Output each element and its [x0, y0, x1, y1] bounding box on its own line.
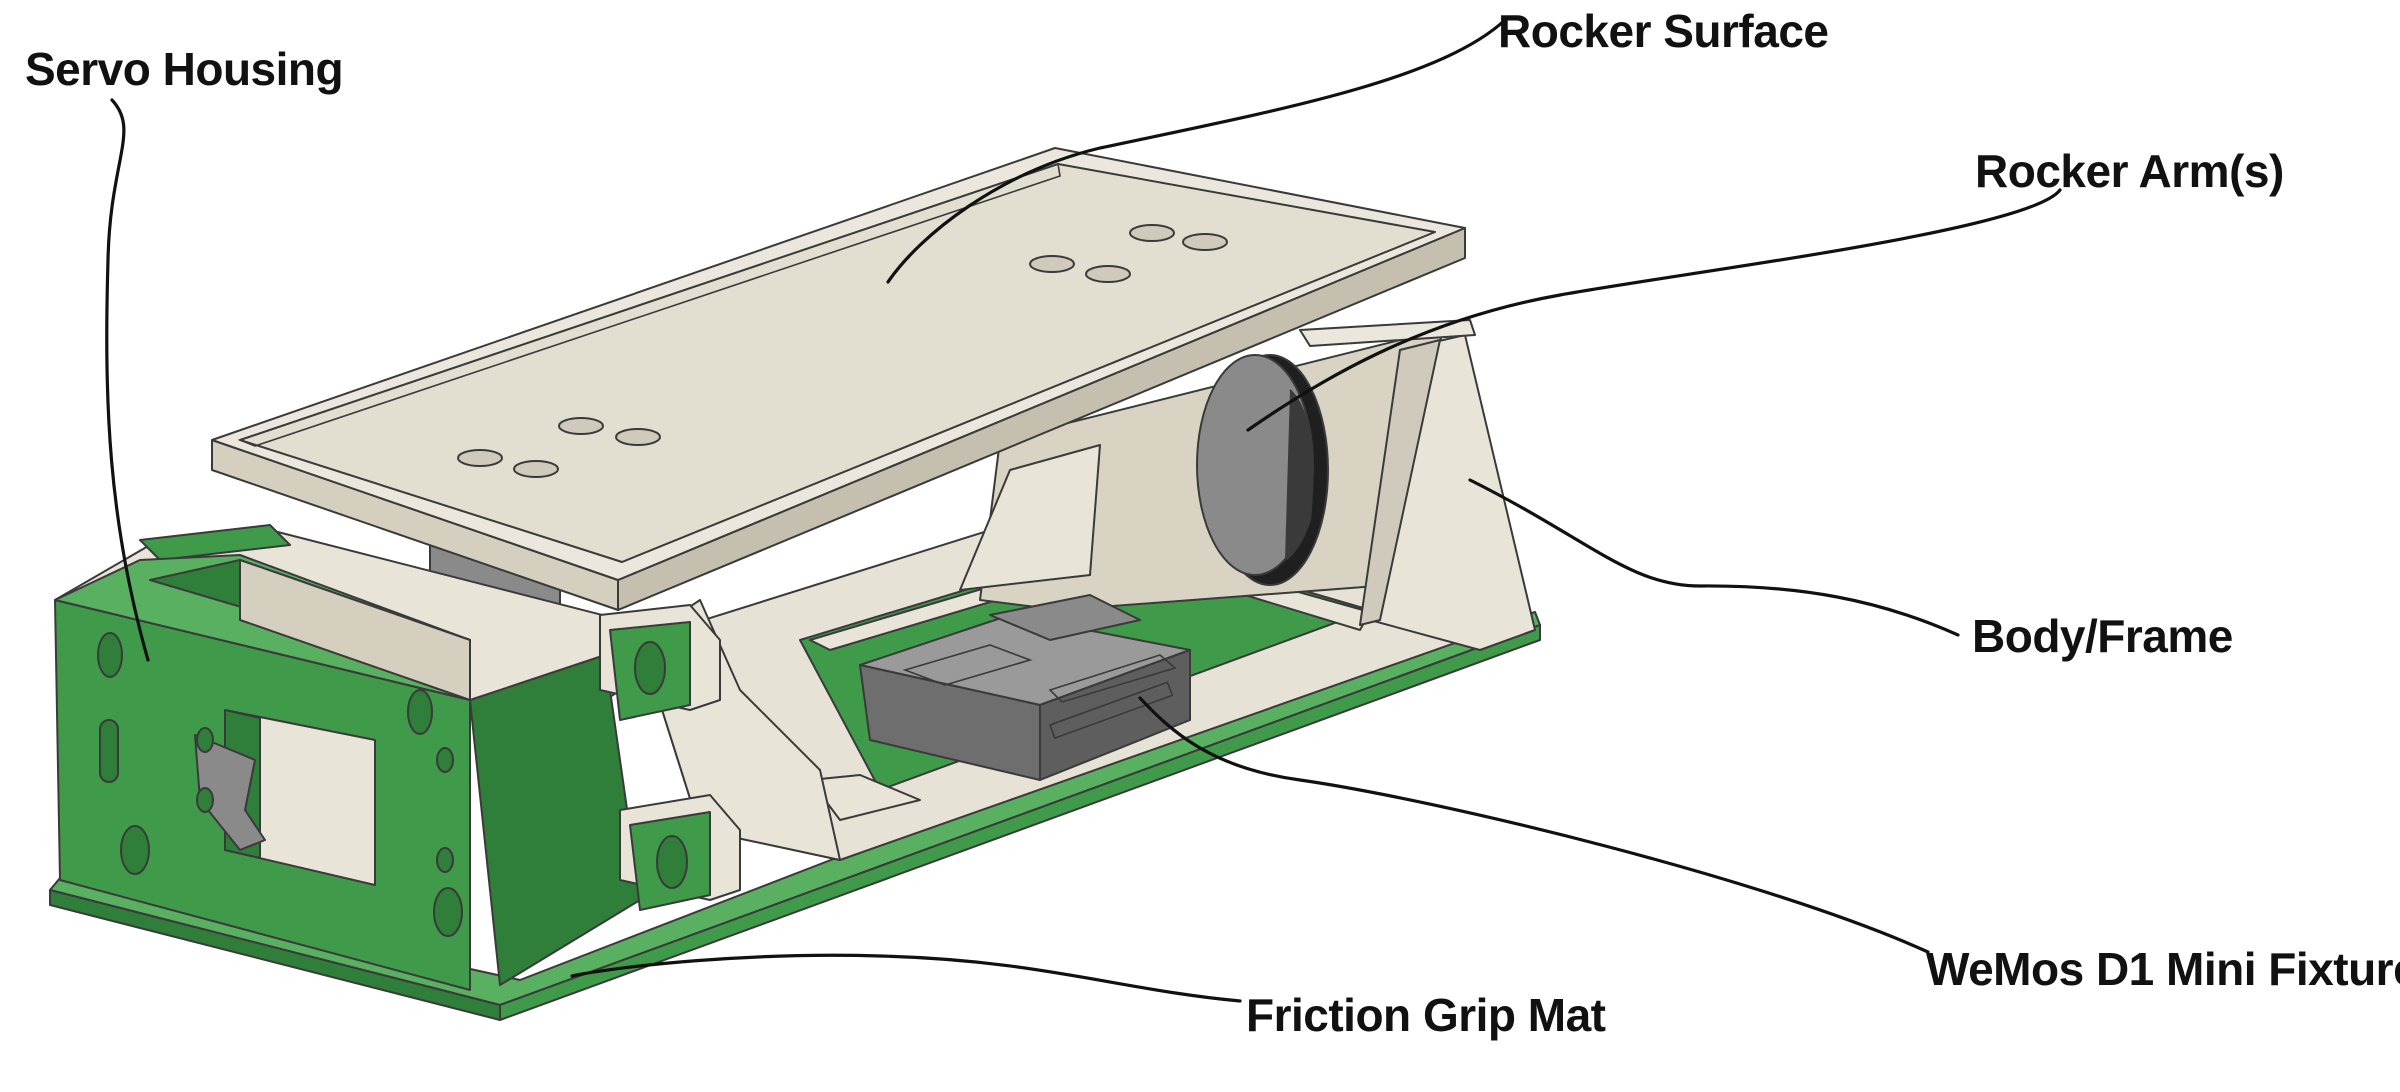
leader-servo-housing [105, 98, 150, 662]
label-servo-housing: Servo Housing [25, 43, 343, 95]
servo-housing [54, 524, 741, 991]
label-rocker-surface: Rocker Surface [1498, 5, 1829, 57]
leader-lines [105, 18, 2062, 1003]
leader-friction-mat [570, 953, 1242, 1003]
label-rocker-arms: Rocker Arm(s) [1975, 145, 2284, 197]
leader-wemos-fixture [1138, 696, 1930, 954]
wemos-fixture [859, 594, 1191, 781]
leader-body-frame [1468, 478, 1960, 637]
rocker-surface [211, 147, 1466, 611]
label-wemos-fixture: WeMos D1 Mini Fixture [1926, 943, 2400, 995]
leader-rocker-surface [886, 18, 1507, 284]
leader-rocker-arms [1246, 188, 2062, 432]
rocker-arms [1196, 354, 1329, 586]
label-body-frame: Body/Frame [1972, 610, 2233, 662]
label-friction-mat: Friction Grip Mat [1246, 989, 1606, 1041]
